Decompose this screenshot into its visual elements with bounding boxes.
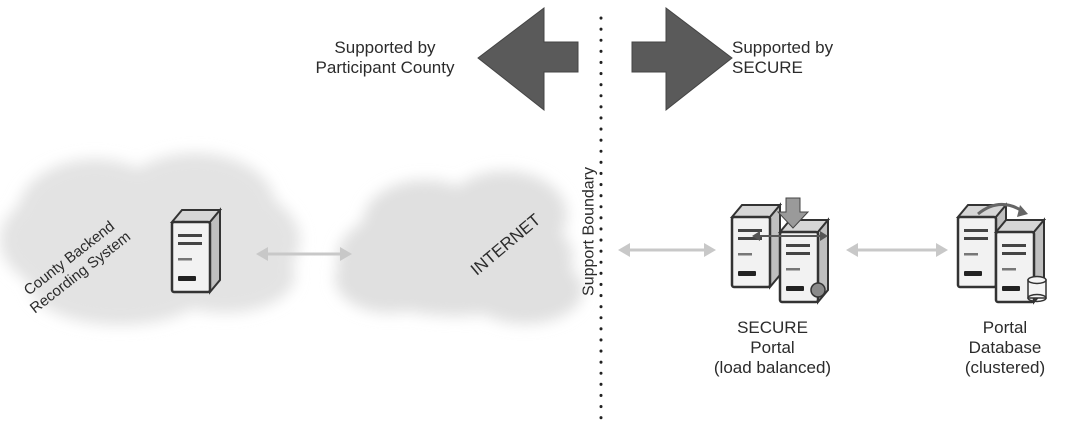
portal-label: SECURE Portal (load balanced) [713,318,832,378]
left-support-label: Supported by Participant County [315,38,455,78]
load-balancer-icon [776,197,810,229]
county-server-icon [170,208,222,294]
database-servers-icon [956,203,1047,304]
right-arrow-icon [631,6,733,112]
globe-icon [810,282,826,298]
database-label: Portal Database (clustered) [964,318,1046,378]
internet-cloud [335,171,583,324]
database-cylinder-icon [1027,275,1047,303]
connector-internet-portal [618,243,716,257]
right-support-label: Supported by SECURE [732,38,834,78]
connector-county-internet [256,247,352,261]
left-arrow-icon [477,6,579,112]
connector-portal-database [846,243,948,257]
support-boundary-label: Support Boundary [580,166,598,296]
portal-servers-icon [730,197,830,304]
